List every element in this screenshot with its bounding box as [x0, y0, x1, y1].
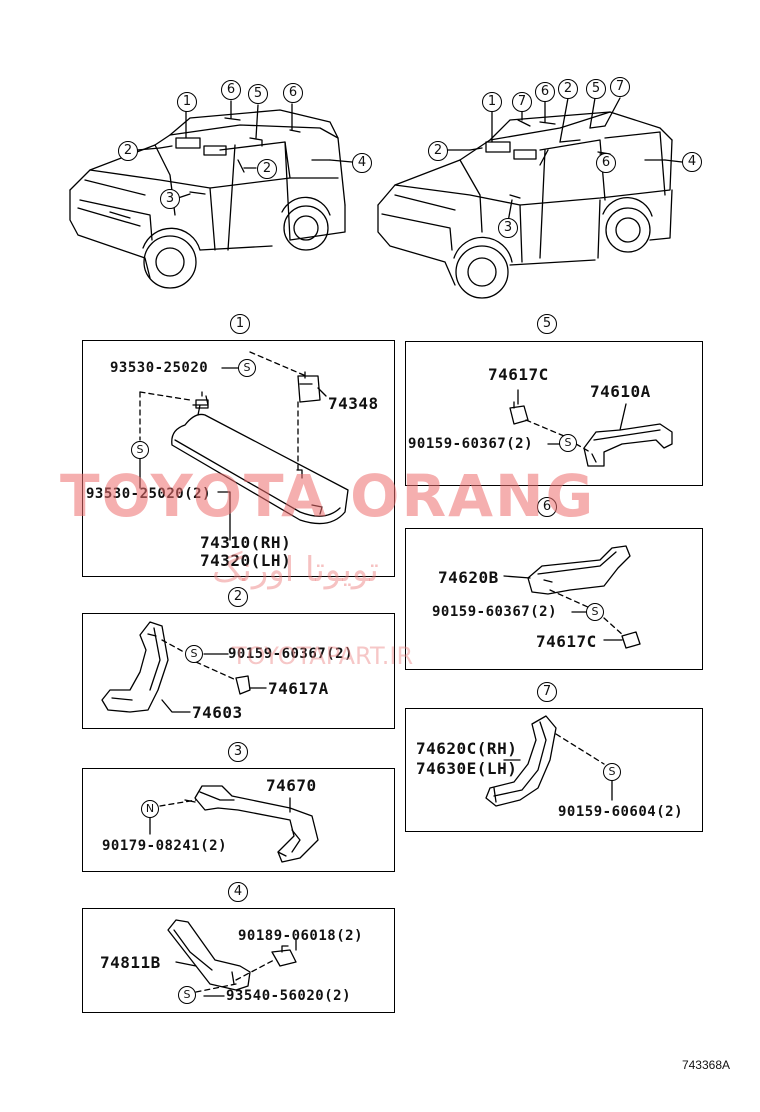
part-number-90159-60604-2: 90159-60604(2): [558, 804, 684, 820]
section-1-header: 1: [230, 314, 250, 334]
callout-6: 6: [535, 82, 555, 102]
box4-leaders: [195, 959, 275, 993]
screw-symbol: S: [238, 359, 256, 377]
box1-solid-leaders: [139, 367, 239, 541]
part-number-90159-60367-2: 90159-60367(2): [408, 436, 534, 452]
section-7-box: [405, 708, 703, 832]
watermark-brand: TOYOTA ORANG: [60, 462, 596, 530]
callout-2: 2: [558, 79, 578, 99]
screw-symbol: S: [131, 441, 149, 459]
assist-grip-4-drawing: [167, 919, 297, 991]
vehicle-left-leaders: [136, 100, 353, 199]
part-number-74603: 74603: [192, 703, 243, 722]
part-number-74670: 74670: [266, 776, 317, 795]
part-number-74620c-rh: 74620C(RH): [416, 739, 518, 758]
vehicle-right-outline: [377, 111, 673, 299]
callout-4: 4: [682, 152, 702, 172]
part-number-74348: 74348: [328, 394, 379, 413]
part-number-93530-25020: 93530-25020: [110, 360, 209, 376]
box4-solid-leaders: [175, 939, 297, 997]
callout-2: 2: [257, 159, 277, 179]
section-2-box: [82, 613, 395, 729]
callout-6: 6: [221, 80, 241, 100]
box2-solid-leaders: [161, 653, 267, 713]
box7-solid-leaders: [503, 759, 613, 801]
part-number-90159-60367-2: 90159-60367(2): [432, 604, 558, 620]
callout-2: 2: [118, 141, 138, 161]
section-2-header: 2: [228, 587, 248, 607]
section-1-box: [82, 340, 395, 577]
section-4-box: [82, 908, 395, 1013]
part-number-90189-06018-2: 90189-06018(2): [238, 928, 364, 944]
part-number-74811b: 74811B: [100, 953, 161, 972]
assist-grip-7-drawing: [485, 715, 557, 807]
assist-grip-2-drawing: [101, 621, 251, 713]
box5-solid-leaders: [517, 389, 627, 445]
box3-leaders: [159, 799, 197, 807]
section-7-header: 7: [537, 682, 557, 702]
part-number-90159-60367-2: 90159-60367(2): [228, 646, 354, 662]
section-6-box: [405, 528, 703, 670]
box2-leaders: [161, 639, 237, 681]
box6-leaders: [549, 589, 625, 637]
section-3-header: 3: [228, 742, 248, 762]
watermark-arabic: تويوتا اورنگ: [212, 550, 379, 590]
section-5-box: [405, 341, 703, 486]
section-4-header: 4: [228, 882, 248, 902]
callout-4: 4: [352, 153, 372, 173]
part-number-74617a: 74617A: [268, 679, 329, 698]
box1-leaders: [139, 351, 307, 471]
nut-symbol: N: [141, 800, 159, 818]
box6-solid-leaders: [503, 575, 623, 641]
section-3-box: [82, 768, 395, 872]
part-number-74620b: 74620B: [438, 568, 499, 587]
part-number-74320-lh: 74320(LH): [200, 551, 292, 570]
sun-visor-drawing: [171, 371, 349, 525]
section-5-header: 5: [537, 314, 557, 334]
vehicle-right-part-marks: [469, 119, 666, 199]
box7-leaders: [555, 733, 605, 765]
callout-6: 6: [596, 153, 616, 173]
part-number-90179-08241-2: 90179-08241(2): [102, 838, 228, 854]
screw-symbol: S: [603, 763, 621, 781]
part-number-93540-56020-2: 93540-56020(2): [226, 988, 352, 1004]
section-6-header: 6: [537, 497, 557, 517]
screw-symbol: S: [178, 986, 196, 1004]
callout-1: 1: [177, 92, 197, 112]
part-number-93530-25020-2: 93530-25020(2): [86, 486, 212, 502]
watermark-site: TOYOTAPART.IR: [232, 642, 414, 670]
box3-solid-leaders: [149, 797, 291, 835]
assist-grip-6-drawing: [527, 545, 641, 649]
part-number-74617c: 74617C: [536, 632, 597, 651]
screw-symbol: S: [185, 645, 203, 663]
callout-5: 5: [586, 79, 606, 99]
callout-3: 3: [160, 189, 180, 209]
part-number-74630e-lh: 74630E(LH): [416, 759, 518, 778]
vehicle-left-part-marks: [159, 117, 331, 195]
figure-code: 743368A: [681, 1058, 730, 1072]
callout-5: 5: [248, 84, 268, 104]
part-number-74310-rh: 74310(RH): [200, 533, 292, 552]
box5-leaders: [525, 419, 591, 453]
vehicle-left-outline: [69, 109, 346, 289]
part-number-74617c: 74617C: [488, 365, 549, 384]
callout-6: 6: [283, 83, 303, 103]
callout-2: 2: [428, 141, 448, 161]
callout-7: 7: [512, 92, 532, 112]
part-number-74610a: 74610A: [590, 382, 651, 401]
screw-symbol: S: [559, 434, 577, 452]
screw-symbol: S: [586, 603, 604, 621]
callout-7: 7: [610, 77, 630, 97]
vehicle-right-leaders: [447, 97, 683, 223]
callout-1: 1: [482, 92, 502, 112]
callout-3: 3: [498, 218, 518, 238]
